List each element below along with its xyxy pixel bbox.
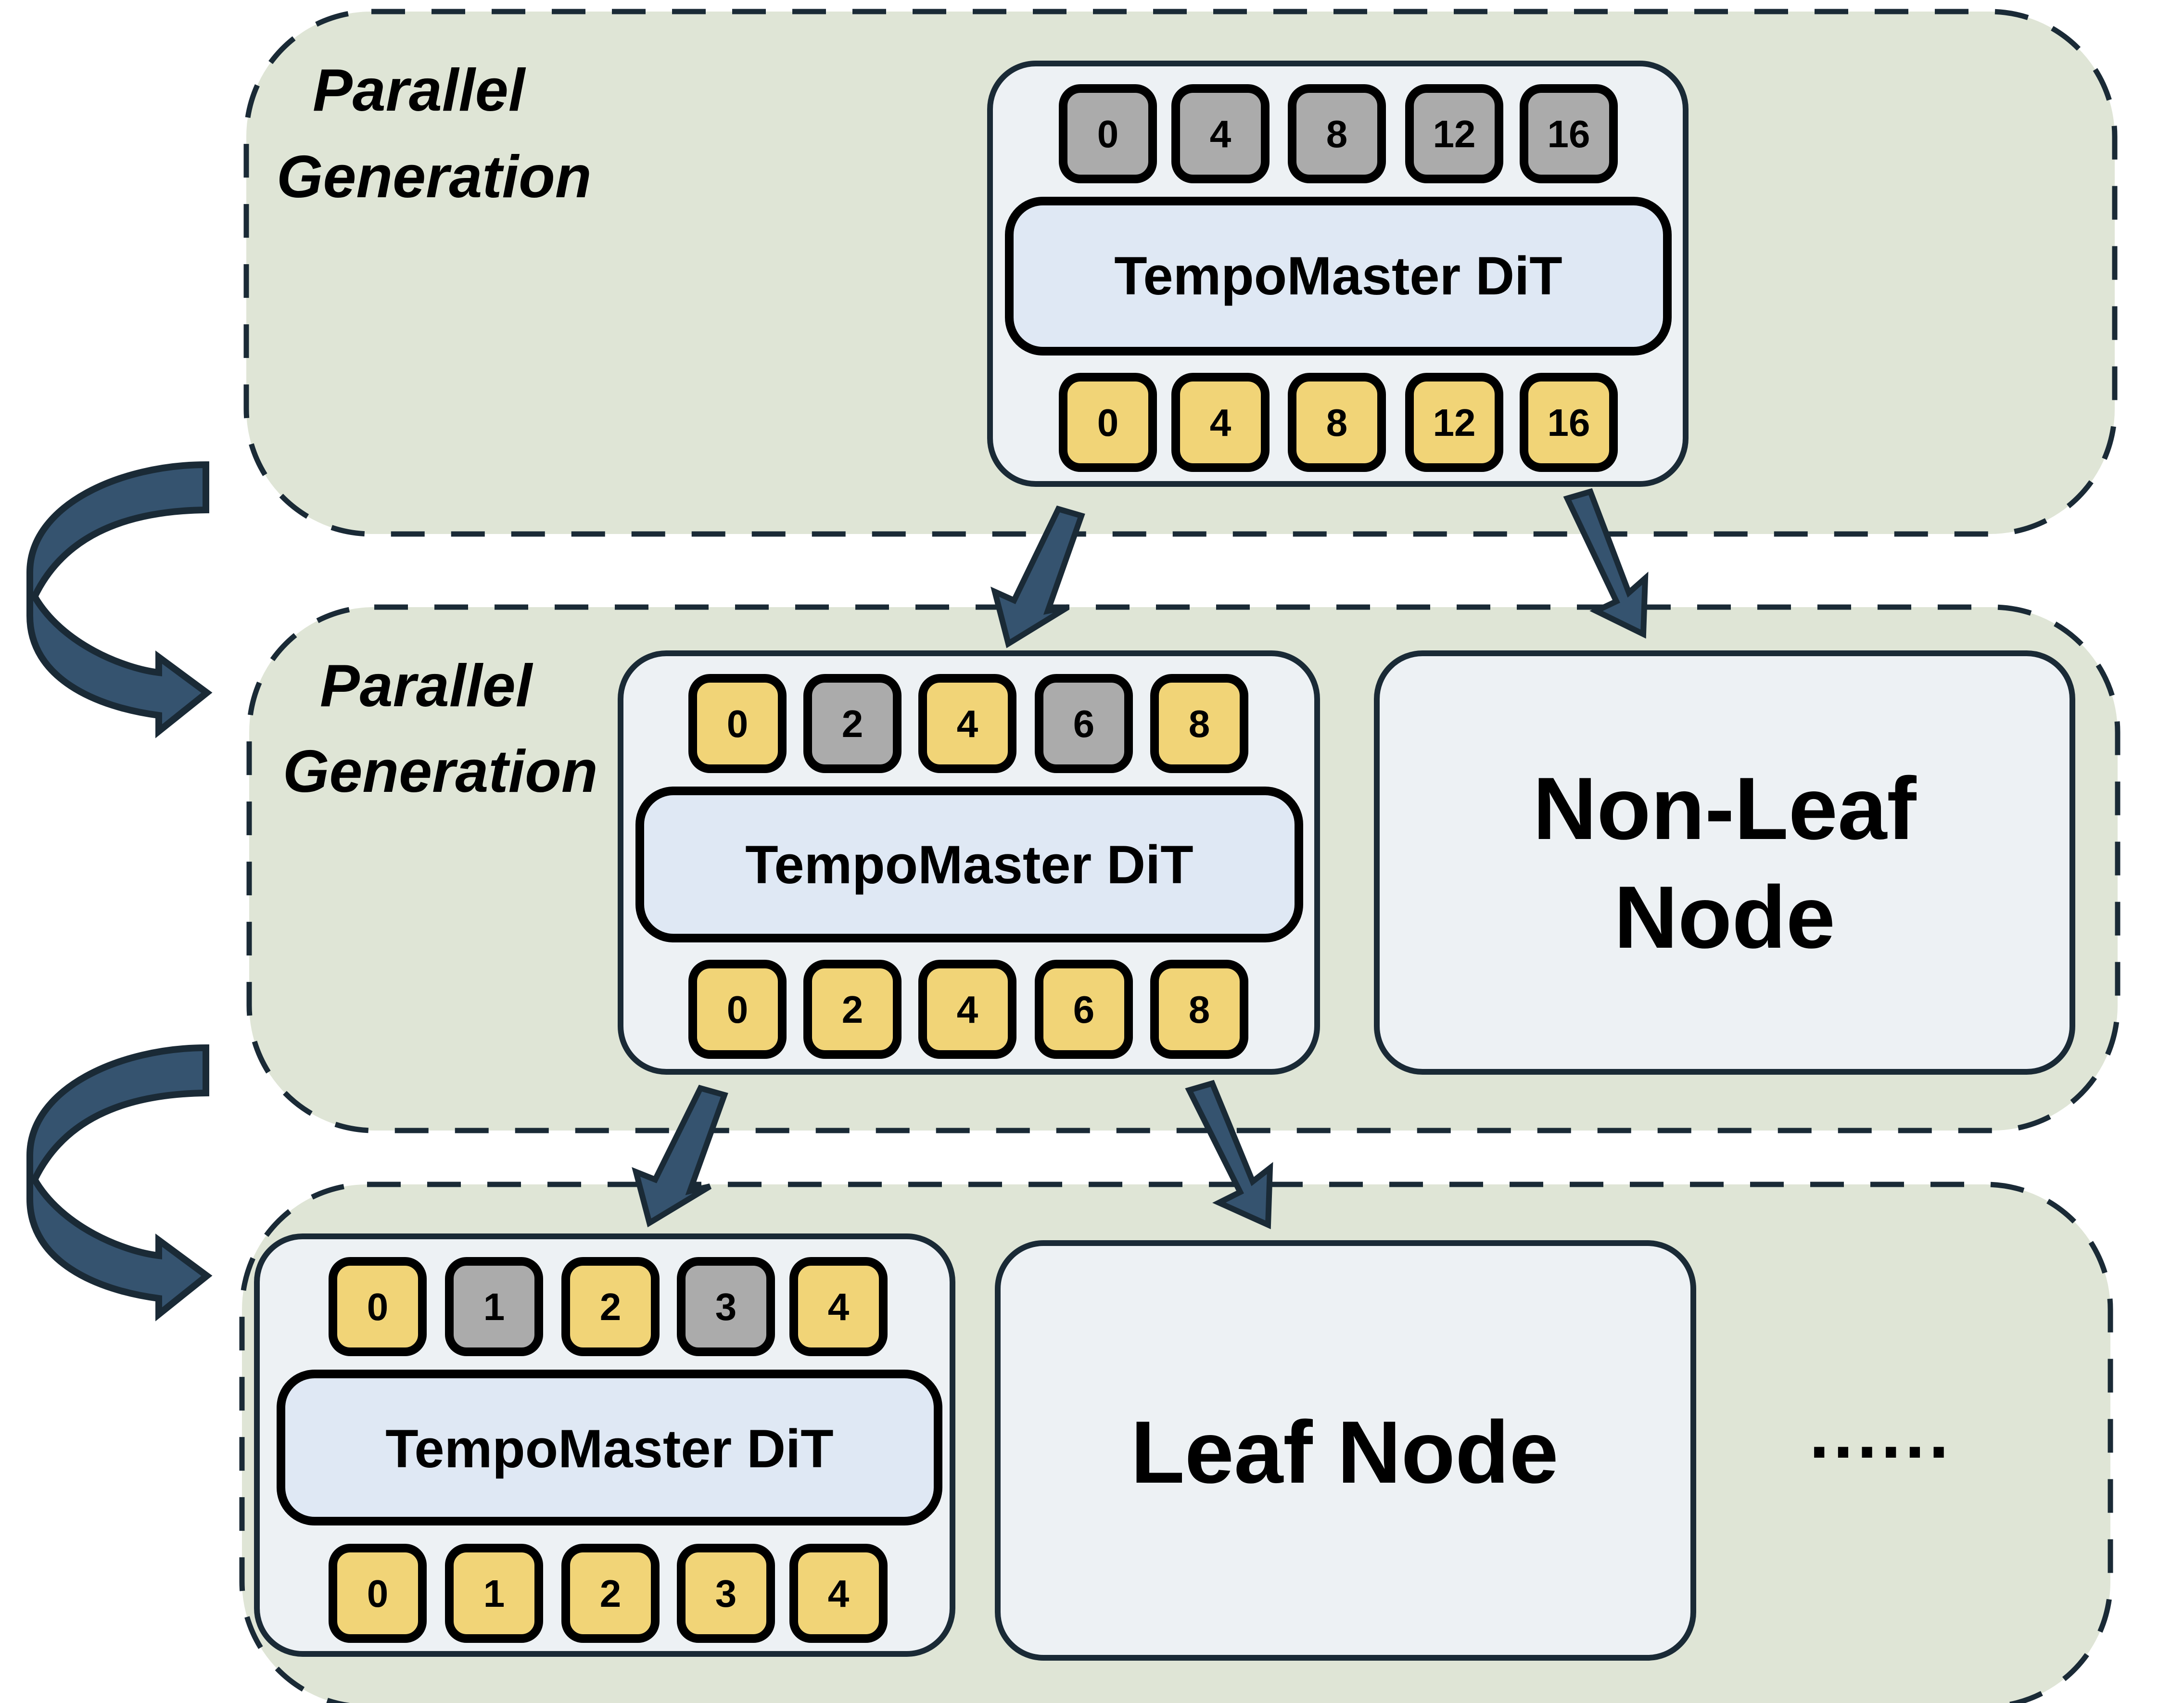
arrow-to-non-leaf-node: [1563, 488, 1649, 639]
token-out-6: [1035, 960, 1133, 1059]
token-in-2: [561, 1257, 660, 1356]
token-label: 4: [1210, 113, 1232, 155]
token-in-1: [445, 1257, 543, 1356]
token-in-0: [329, 1257, 427, 1356]
level-2-dit-block: [635, 787, 1303, 942]
token-out-16: [1520, 373, 1618, 472]
more-nodes-ellipsis: ......: [1809, 1392, 1953, 1473]
token-label: 16: [1548, 113, 1590, 155]
token-in-6: [1035, 674, 1133, 773]
token-out-0: [688, 960, 787, 1059]
level-1-label-line1: Parallel: [313, 57, 526, 124]
level-3-input-tokens: 0 1 2 3 4: [329, 1257, 888, 1356]
level-3-dit-title: TempoMaster DiT: [385, 1419, 833, 1479]
token-label: 2: [600, 1572, 622, 1615]
token-label: 0: [727, 702, 749, 745]
token-in-0: [688, 674, 787, 773]
leaf-node-label: Leaf Node: [1130, 1402, 1558, 1501]
token-out-2: [803, 960, 902, 1059]
level-2-input-tokens: 0 2 4 6 8: [688, 674, 1248, 773]
leaf-node: [995, 1240, 1696, 1661]
token-label: 6: [1073, 702, 1095, 745]
token-label: 2: [600, 1285, 622, 1328]
token-label: 12: [1433, 113, 1476, 155]
token-out-8: [1288, 373, 1386, 472]
token-out-1: [445, 1544, 543, 1643]
token-in-4: [918, 674, 1016, 773]
token-in-8: [1150, 674, 1248, 773]
level-1-dit-block: [1005, 197, 1672, 356]
token-label: 0: [727, 988, 749, 1031]
curved-arrow-level-1-to-2: [26, 461, 213, 738]
level-3-output-tokens: 0 1 2 3 4: [329, 1544, 888, 1643]
level-1-output-tokens: 0 4 8 12 16: [1059, 373, 1618, 472]
curved-arrow-level-2-to-3: [26, 1044, 213, 1322]
token-label: 4: [1210, 401, 1232, 444]
token-label: 3: [715, 1572, 737, 1615]
token-label: 2: [842, 702, 863, 745]
level-1-input-tokens: 0 4 8 12 16: [1059, 84, 1618, 183]
arrow-to-leaf-node: [1185, 1080, 1273, 1230]
token-in-16: [1520, 84, 1618, 183]
token-label: 4: [828, 1572, 850, 1615]
token-in-12: [1405, 84, 1503, 183]
token-out-2: [561, 1544, 660, 1643]
arrow-to-level-3-dit: [632, 1084, 728, 1228]
token-in-2: [803, 674, 902, 773]
level-1-label-line2: Generation: [277, 144, 592, 210]
token-label: 8: [1326, 401, 1348, 444]
level-2-label-line1: Parallel: [320, 653, 533, 719]
token-label: 8: [1189, 988, 1210, 1031]
non-leaf-node-label-line2: Node: [1614, 867, 1835, 966]
token-out-0: [1059, 373, 1157, 472]
level-3-dit-block: [277, 1370, 942, 1525]
non-leaf-node: [1374, 650, 2075, 1075]
token-in-0: [1059, 84, 1157, 183]
token-out-12: [1405, 373, 1503, 472]
token-out-4: [918, 960, 1016, 1059]
token-label: 6: [1073, 988, 1095, 1031]
token-label: 4: [828, 1285, 850, 1328]
token-out-4: [789, 1544, 888, 1643]
token-out-3: [677, 1544, 775, 1643]
token-label: 0: [1097, 401, 1119, 444]
arrow-to-level-2-dit: [990, 505, 1085, 648]
token-in-4: [1171, 84, 1270, 183]
token-label: 0: [367, 1572, 389, 1615]
non-leaf-node-label-line1: Non-Leaf: [1533, 759, 1917, 858]
token-label: 0: [367, 1285, 389, 1328]
level-1-dit-title: TempoMaster DiT: [1114, 246, 1562, 306]
token-out-0: [329, 1544, 427, 1643]
token-label: 16: [1548, 401, 1590, 444]
token-label: 4: [957, 988, 978, 1031]
token-label: 0: [1097, 113, 1119, 155]
level-2-output-tokens: 0 2 4 6 8: [688, 960, 1248, 1059]
level-2-dit-title: TempoMaster DiT: [745, 835, 1193, 895]
token-out-8: [1150, 960, 1248, 1059]
token-label: 1: [483, 1285, 505, 1328]
token-label: 2: [842, 988, 863, 1031]
token-label: 8: [1326, 113, 1348, 155]
token-label: 3: [715, 1285, 737, 1328]
level-2-label-line2: Generation: [283, 738, 598, 805]
token-label: 4: [957, 702, 978, 745]
token-label: 12: [1433, 401, 1476, 444]
token-out-4: [1171, 373, 1270, 472]
token-in-3: [677, 1257, 775, 1356]
token-label: 8: [1189, 702, 1210, 745]
token-label: 1: [483, 1572, 505, 1615]
token-in-4: [789, 1257, 888, 1356]
token-in-8: [1288, 84, 1386, 183]
